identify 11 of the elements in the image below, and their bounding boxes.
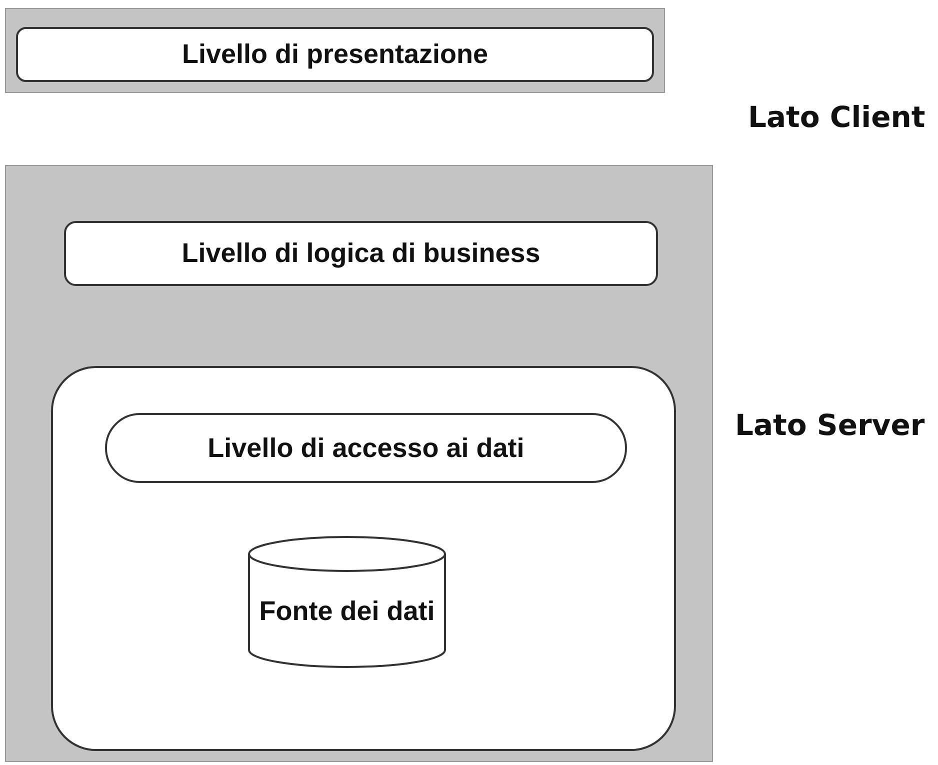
layer-box: [64, 221, 658, 286]
node-label: Livello di accesso ai dati: [208, 432, 524, 464]
node-label: Livello di presentazione: [182, 39, 488, 70]
side-label: Lato Client: [748, 100, 926, 134]
node-label: Fonte dei dati: [259, 596, 435, 626]
side-label: Lato Server: [735, 408, 925, 442]
layer-frame: [5, 8, 665, 93]
data-region: [51, 366, 676, 751]
node-label: Livello di logica di business: [182, 238, 540, 269]
server-panel: [5, 165, 713, 762]
database-cylinder: [248, 536, 446, 668]
